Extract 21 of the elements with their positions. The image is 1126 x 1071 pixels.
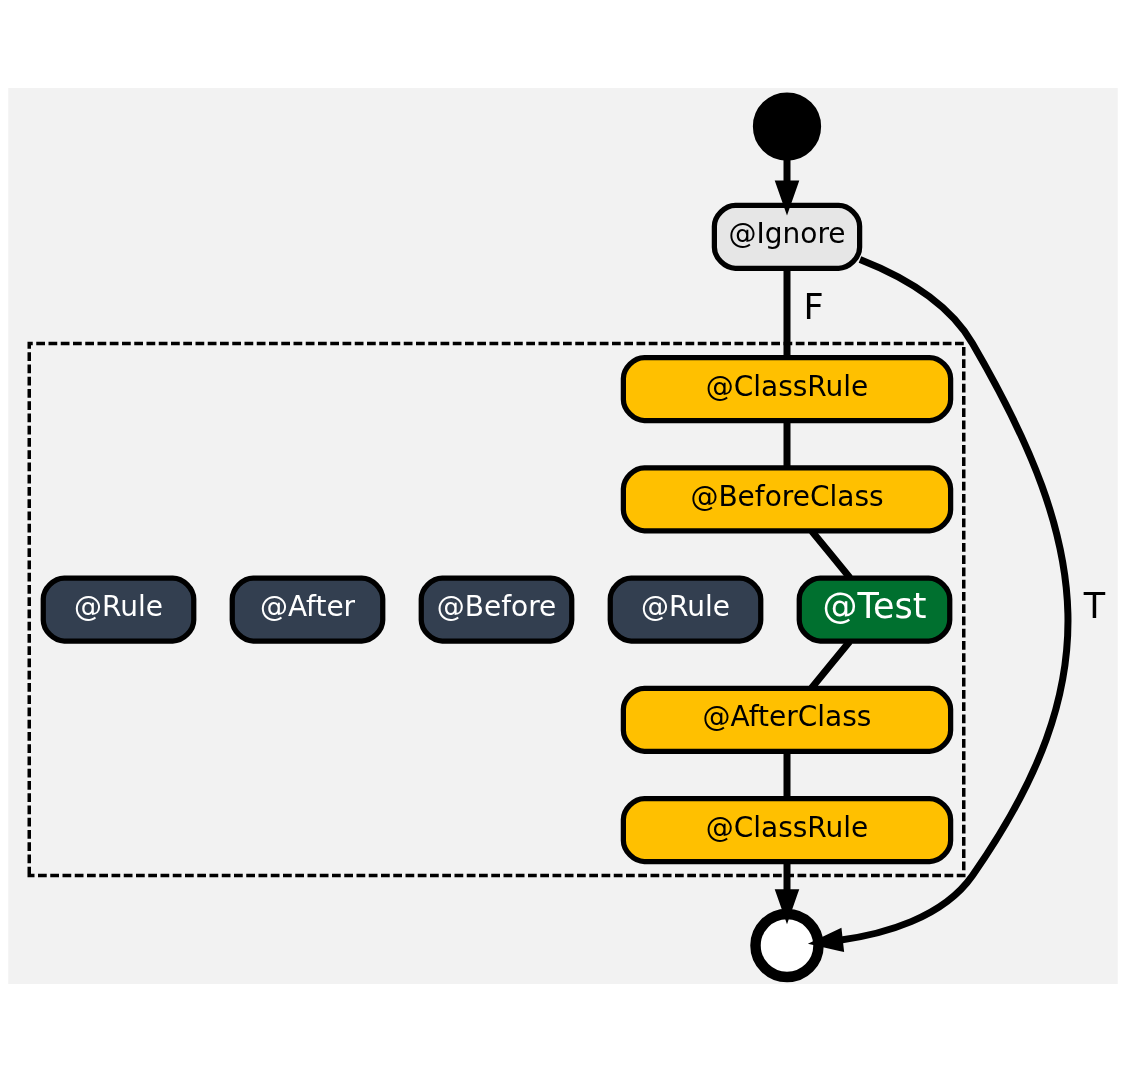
node-box: @Rule [40,574,197,644]
arrow [774,861,800,924]
node-box: @ClassRule [620,354,954,423]
connector [783,420,791,467]
node-box: @AfterClass [620,685,954,754]
node-box: @After [229,574,386,644]
connector [783,268,791,357]
node-circle [750,908,824,982]
node-box: @Ignore [711,202,863,271]
node-box: @ClassRule [620,795,954,864]
connector [783,751,791,798]
node-box: @BeforeClass [620,464,954,533]
node-box: @Rule [607,574,764,644]
node-box: @Before [418,574,575,644]
node-circle [752,91,822,161]
cluster [27,341,966,877]
arrow [807,255,1072,952]
arrow [774,158,800,216]
node-box: @Test [796,574,953,644]
edge-label: F [803,286,824,327]
edge-label: T [1083,585,1106,626]
